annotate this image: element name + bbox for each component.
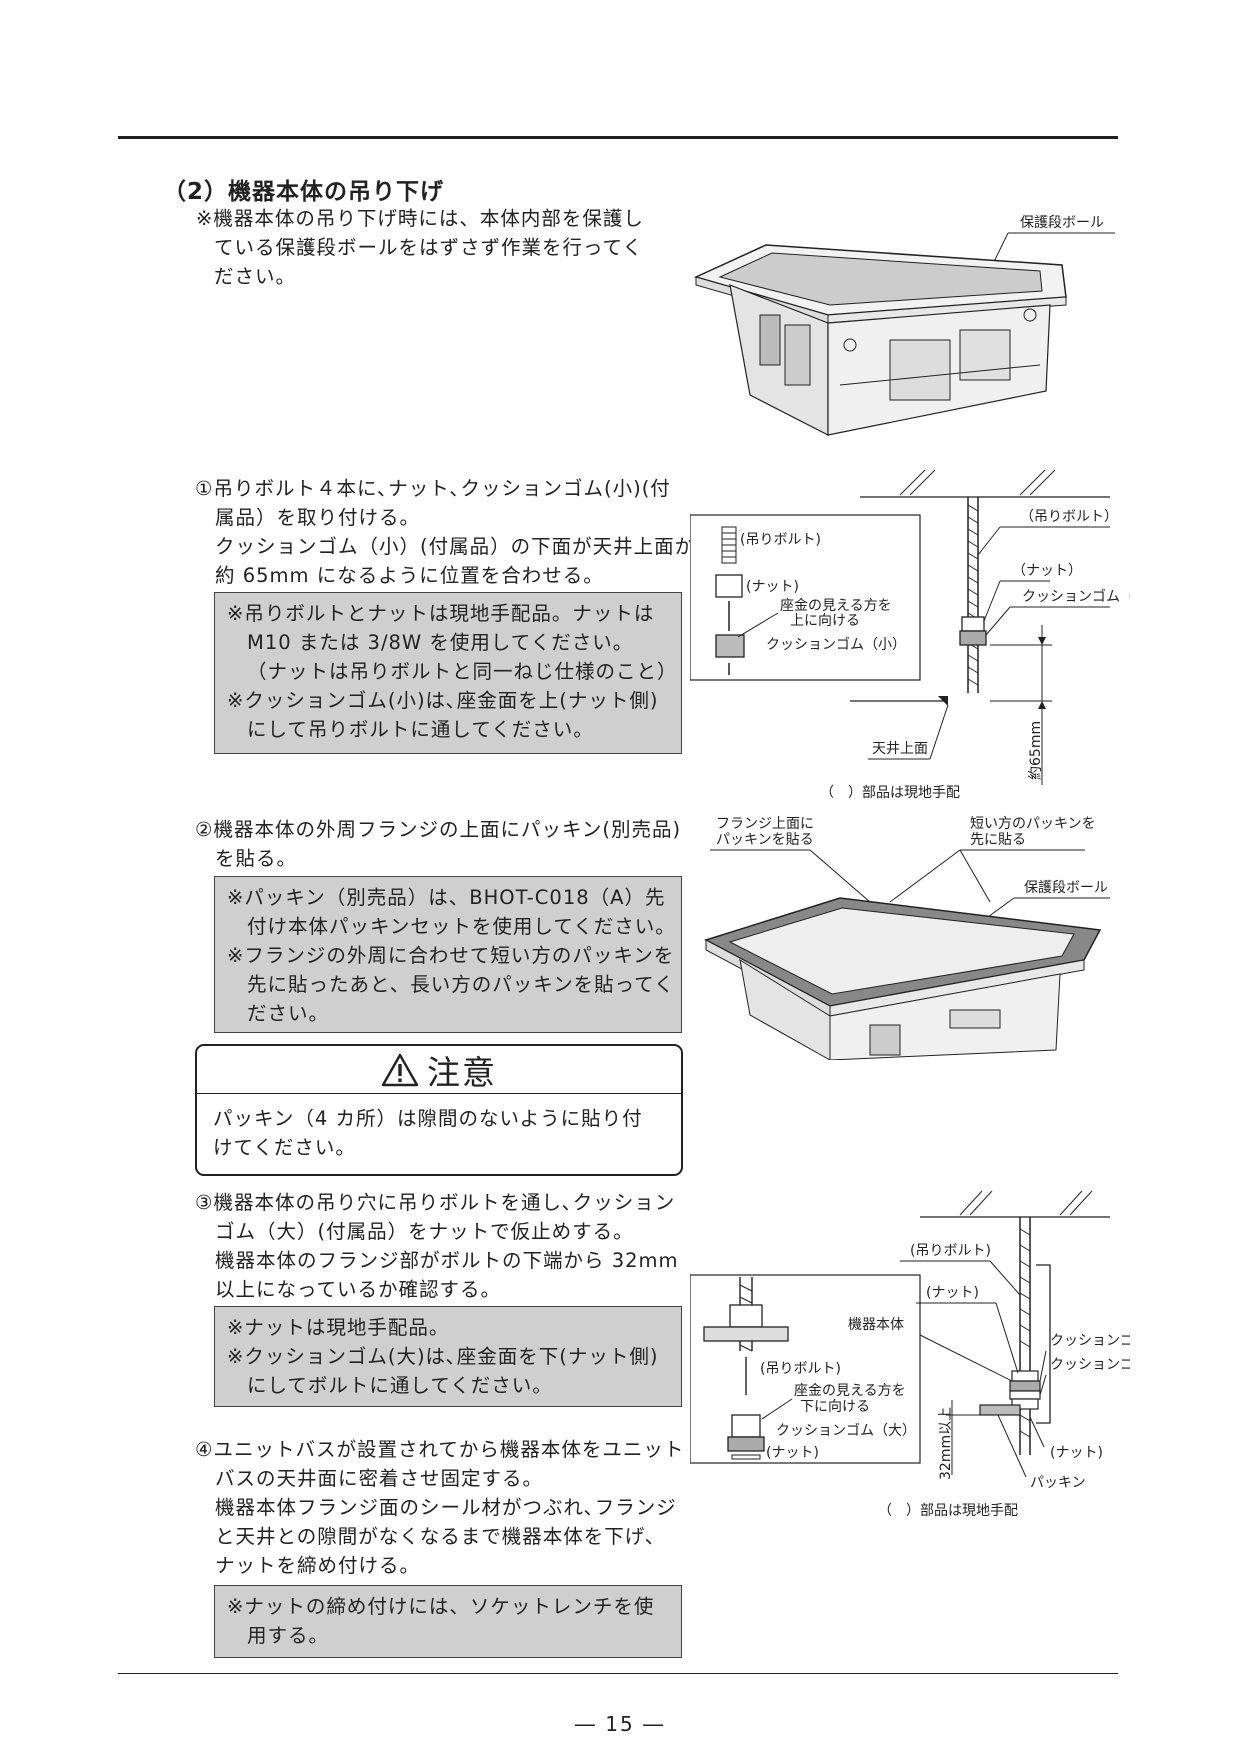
short-packing-line1: 短い方のパッキンを <box>970 816 1096 832</box>
figure-bolt-cushion-small: (吊りボルト) (ナット) 座金の見える方を 上に向ける クッションゴム（小） … <box>690 469 1130 801</box>
note-line: ※ナットは現地手配品。 <box>227 1316 450 1339</box>
unit-label: 機器本体 <box>848 1317 904 1333</box>
note-line: ※パッキン（別売品）は、BHOT-C018（A）先 <box>227 886 666 909</box>
caution-body: パッキン（4 カ所）は隙間のないように貼り付 けてください。 <box>213 1104 643 1162</box>
inset-washer-line1: 座金の見える方を <box>794 1383 906 1399</box>
step4-line: と天井との隙間がなくなるまで機器本体を下げ､ <box>215 1525 657 1548</box>
step4-line: 機器本体フランジ面のシール材がつぶれ､フランジ <box>215 1496 677 1519</box>
step4-line: ④ユニットバスが設置されてから機器本体をユニット <box>195 1438 685 1461</box>
step3-line: 機器本体のフランジ部がボルトの下端から 32mm <box>215 1249 679 1272</box>
note-line: 先に貼ったあと、長い方のパッキンを貼ってく <box>247 973 675 996</box>
step4-note: ※ナットの締め付けには、ソケットレンチを使 用する。 <box>214 1585 682 1658</box>
figure-unit-cardboard: 保護段ボール <box>693 215 1115 436</box>
bolt-label: （吊りボルト） <box>1020 509 1118 525</box>
inset-washer-line2: 上に向ける <box>790 613 860 629</box>
step2-note: ※パッキン（別売品）は、BHOT-C018（A）先 付け本体パッキンセットを使用… <box>214 876 682 1033</box>
note-line: ※クッションゴム(大)は､座金面を下(ナット側) <box>227 1345 659 1368</box>
ceiling-label: 天井上面 <box>872 741 928 757</box>
inset-cushion-label: クッションゴム（小） <box>766 636 906 653</box>
inset-washer-line1: 座金の見える方を <box>780 598 892 614</box>
inset-cushion-label: クッションゴム（大） <box>776 1422 916 1439</box>
step4-line: バスの天井面に密着させ固定する。 <box>215 1467 544 1490</box>
bottom-rule <box>118 1673 1118 1674</box>
step2-line: を貼る。 <box>215 847 298 870</box>
note-line: 付け本体パッキンセットを使用してください。 <box>247 915 676 938</box>
caution-box: 注意 パッキン（4 カ所）は隙間のないように貼り付 けてください。 <box>195 1044 683 1176</box>
step1-line: ①吊りボルト４本に､ナット､クッションゴム(小)(付 <box>195 477 671 500</box>
flange-label-line1: フランジ上面に <box>716 816 814 832</box>
note-line: ※クッションゴム(小)は､座金面を上(ナット側) <box>227 689 659 712</box>
intro-line: ている保護段ボールをはずさず作業を行ってく <box>214 236 643 259</box>
caution-title: 注意 <box>427 1052 497 1092</box>
nut-label: (ナット) <box>926 1285 979 1301</box>
intro-note: ※機器本体の吊り下げ時には、本体内部を保護し ている保護段ボールをはずさず作業を… <box>196 204 644 291</box>
note-line: （ナットは吊りボルトと同一ねじ仕様のこと） <box>247 660 678 683</box>
figure-packing: フランジ上面に パッキンを貼る 短い方のパッキンを 先に貼る 保護段ボール <box>704 816 1110 1060</box>
nut2-label: (ナット) <box>1050 1445 1103 1461</box>
step1-note: ※吊りボルトとナットは現地手配品。ナットは M10 または 3/8W を使用して… <box>214 592 682 754</box>
caution-line: パッキン（4 カ所）は隙間のないように貼り付 <box>213 1107 643 1130</box>
intro-line: ださい。 <box>214 265 297 288</box>
step4-line: ナットを締め付ける。 <box>215 1554 421 1577</box>
short-packing-line2: 先に貼る <box>970 832 1026 848</box>
note-line: ※吊りボルトとナットは現地手配品。ナットは <box>227 602 655 625</box>
step2-line: ②機器本体の外周フランジの上面にパッキン(別売品) <box>195 818 682 841</box>
note-line: ※ナットの締め付けには、ソケットレンチを使 <box>227 1595 655 1618</box>
bolt-label: (吊りボルト) <box>910 1243 991 1259</box>
figure-bolt-cushion-large: (吊りボルト) 座金の見える方を 下に向ける クッションゴム（大） (ナット) … <box>690 1190 1130 1519</box>
label-cardboard: 保護段ボール <box>1020 215 1104 231</box>
step2-text: ②機器本体の外周フランジの上面にパッキン(別売品) を貼る。 <box>195 815 681 873</box>
note-line: にして吊りボルトに通してください。 <box>247 718 594 741</box>
note-line: M10 または 3/8W を使用してください。 <box>247 631 634 654</box>
inset-nut-label: (ナット) <box>746 579 799 595</box>
dim-32-label: 32mm以上 <box>938 1407 954 1480</box>
step3-text: ③機器本体の吊り穴に吊りボルトを通し､クッション ゴム（大）(付属品）をナットで… <box>195 1188 679 1304</box>
step4-text: ④ユニットバスが設置されてから機器本体をユニット バスの天井面に密着させ固定する… <box>195 1435 684 1580</box>
note-line: ※フランジの外周に合わせて短い方のパッキンを <box>227 944 675 967</box>
flange-label-line2: パッキンを貼る <box>716 832 814 848</box>
step3-line: 以上になっているか確認する。 <box>215 1278 502 1301</box>
inset-washer-line2: 下に向ける <box>800 1399 870 1415</box>
step3-line: ③機器本体の吊り穴に吊りボルトを通し､クッション <box>195 1191 676 1214</box>
top-rule <box>118 136 1118 139</box>
step3-line: ゴム（大）(付属品）をナットで仮止めする。 <box>215 1220 634 1243</box>
warning-icon <box>381 1053 419 1086</box>
fig4-footnote: （ ）部品は現地手配 <box>878 1503 1018 1519</box>
intro-line: ※機器本体の吊り下げ時には、本体内部を保護し <box>196 207 644 230</box>
step1-text: ①吊りボルト４本に､ナット､クッションゴム(小)(付 属品）を取り付ける。 クッ… <box>195 474 716 590</box>
caution-line: けてください。 <box>213 1136 356 1159</box>
cardboard-label: 保護段ボール <box>1024 880 1108 896</box>
note-line: にしてボルトに通してください。 <box>247 1374 553 1397</box>
nut-label: （ナット） <box>1012 563 1082 579</box>
note-line: 用する。 <box>247 1624 330 1647</box>
section-title: （2）機器本体の吊り下げ <box>163 179 445 205</box>
step3-note: ※ナットは現地手配品。 ※クッションゴム(大)は､座金面を下(ナット側) にして… <box>214 1306 682 1407</box>
caution-header: 注意 <box>197 1046 681 1094</box>
cushion-label: クッションゴム（小） <box>1022 588 1130 605</box>
step1-line: 約 65mm になるように位置を合わせる。 <box>215 564 604 587</box>
fig2-footnote: （ ）部品は現地手配 <box>820 785 960 801</box>
inset-bolt-label: (吊りボルト) <box>760 1361 841 1377</box>
step1-line: クッションゴム（小）(付属品）の下面が天井上面から <box>215 535 716 558</box>
inset-nut-label: (ナット) <box>766 1445 819 1461</box>
cushion-small-label: クッションゴム（小） <box>1050 1332 1130 1349</box>
page-number: ― 15 ― <box>574 1712 666 1736</box>
dim-65-label: 約65mm <box>1028 721 1044 780</box>
inset-bolt-label: (吊りボルト) <box>740 532 821 548</box>
note-line: ださい。 <box>247 1002 330 1025</box>
cushion-large-label: クッションゴム（大） <box>1050 1356 1130 1373</box>
step1-line: 属品）を取り付ける。 <box>215 506 421 529</box>
packing-label: パッキン <box>1030 1475 1086 1491</box>
